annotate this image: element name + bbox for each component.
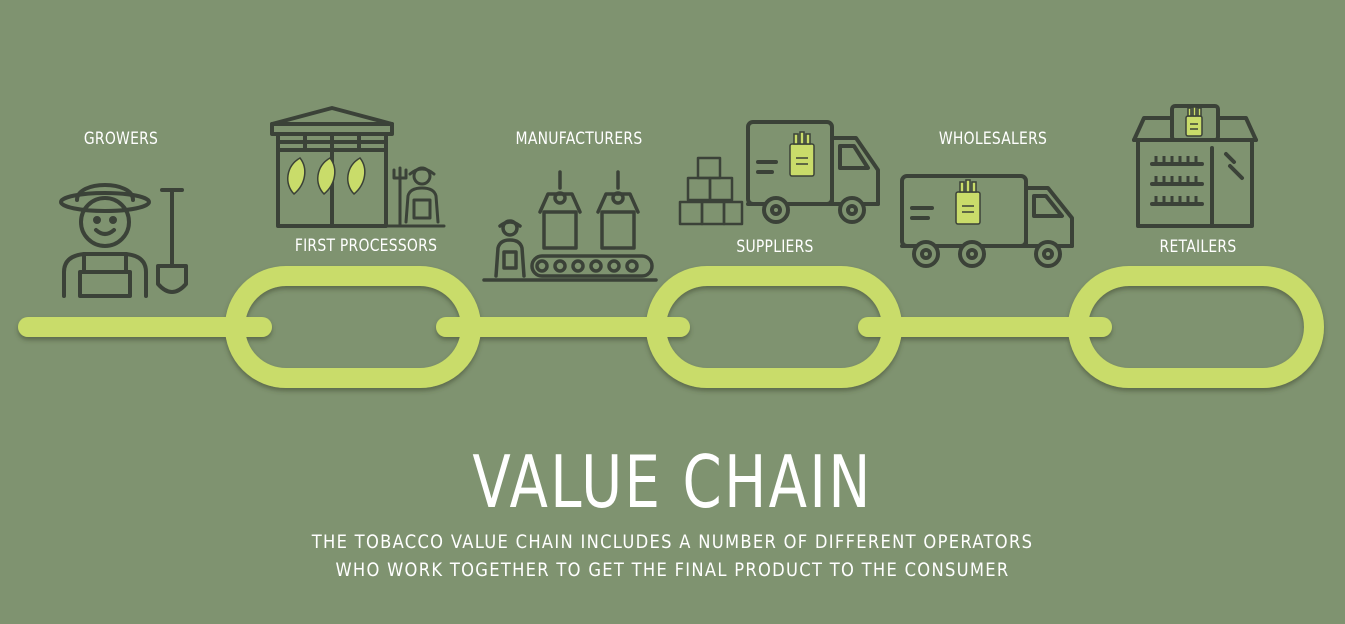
stage-label-retailers: RETAILERS [1159, 237, 1237, 257]
chain-link-2 [646, 266, 902, 388]
stage-label-wholesalers: WHOLESALERS [938, 129, 1048, 149]
subtitle-line-1: THE TOBACCO VALUE CHAIN INCLUDES A NUMBE… [311, 531, 1034, 553]
stage-label-manufacturers: MANUFACTURERS [515, 129, 643, 149]
warehouse-icon [270, 106, 446, 228]
truck-icon [900, 174, 1074, 268]
shop-icon [1132, 104, 1258, 228]
farmer-icon [59, 183, 188, 298]
page-title: VALUE CHAIN [472, 440, 873, 524]
boxes-icon [678, 156, 744, 226]
truck-icon [746, 120, 880, 224]
factory-icon [482, 170, 658, 282]
chain-link-3 [1068, 266, 1324, 388]
stage-label-growers: GROWERS [83, 129, 159, 149]
stage-label-suppliers: SUPPLIERS [736, 237, 814, 257]
stage-label-first-processors: FIRST PROCESSORS [294, 236, 438, 256]
subtitle-line-2: WHO WORK TOGETHER TO GET THE FINAL PRODU… [335, 559, 1010, 581]
